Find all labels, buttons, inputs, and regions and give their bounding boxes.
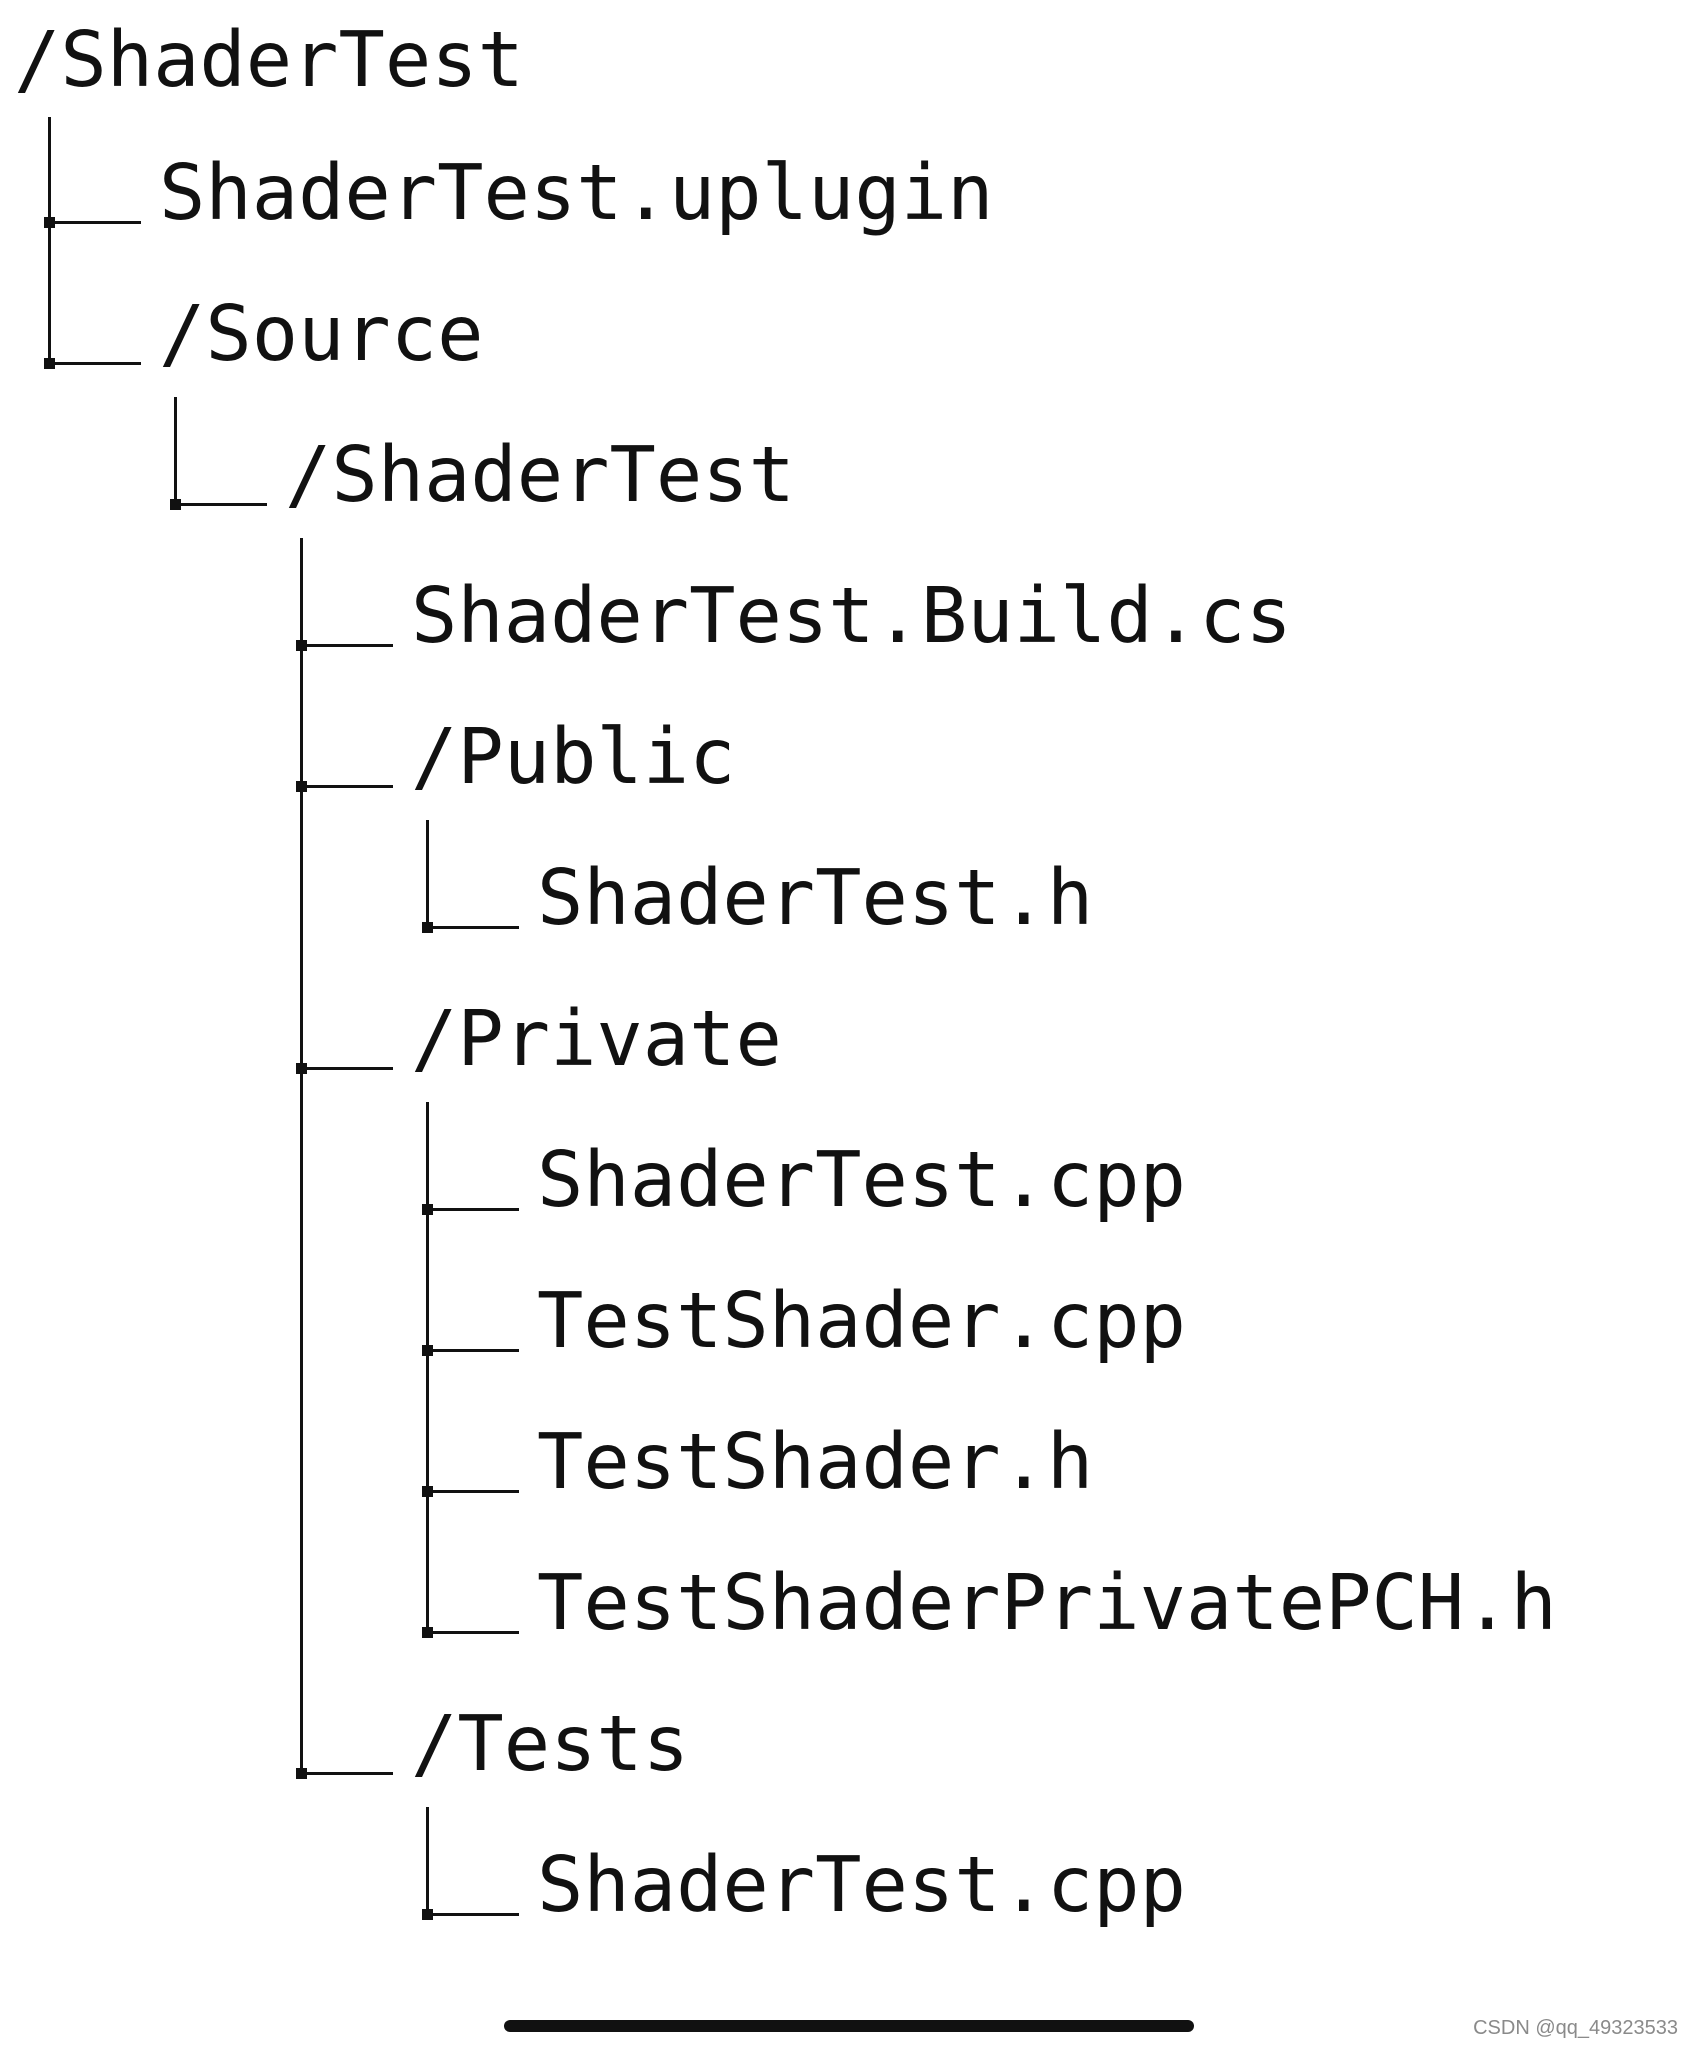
tree-branch-connector: [426, 1490, 519, 1493]
tree-trunk-connector: [174, 397, 177, 506]
tree-folder-label: /Tests: [411, 1700, 690, 1789]
tree-trunk-connector: [426, 1102, 429, 1634]
tree-file-label: ShaderTest.h: [537, 854, 1094, 943]
tree-branch-connector: [48, 362, 141, 365]
tree-branch-connector: [174, 503, 267, 506]
tree-trunk-connector: [426, 1807, 429, 1916]
tree-branch-connector: [426, 1631, 519, 1634]
tree-file-label: TestShaderPrivatePCH.h: [537, 1559, 1557, 1648]
tree-branch-connector: [48, 221, 141, 224]
tree-trunk-connector: [300, 538, 303, 1775]
tree-branch-connector: [426, 926, 519, 929]
tree-branch-connector: [426, 1913, 519, 1916]
tree-trunk-connector: [48, 117, 51, 365]
tree-branch-connector: [300, 1067, 393, 1070]
home-indicator-bar: [504, 2020, 1194, 2032]
tree-branch-connector: [300, 785, 393, 788]
tree-folder-label: /Source: [159, 290, 484, 379]
tree-file-label: ShaderTest.uplugin: [159, 149, 994, 238]
tree-trunk-connector: [426, 820, 429, 929]
tree-root-label: /ShaderTest: [14, 16, 524, 105]
tree-folder-label: /Private: [411, 995, 782, 1084]
tree-branch-connector: [426, 1349, 519, 1352]
tree-folder-label: /Public: [411, 713, 736, 802]
tree-file-label: ShaderTest.cpp: [537, 1841, 1187, 1930]
tree-branch-connector: [300, 644, 393, 647]
tree-branch-connector: [426, 1208, 519, 1211]
watermark-text: CSDN @qq_49323533: [1473, 2017, 1678, 2039]
tree-file-label: TestShader.h: [537, 1418, 1094, 1507]
tree-file-label: ShaderTest.cpp: [537, 1136, 1187, 1225]
tree-folder-label: /ShaderTest: [285, 431, 795, 520]
tree-file-label: TestShader.cpp: [537, 1277, 1187, 1366]
tree-file-label: ShaderTest.Build.cs: [411, 572, 1292, 661]
tree-branch-connector: [300, 1772, 393, 1775]
